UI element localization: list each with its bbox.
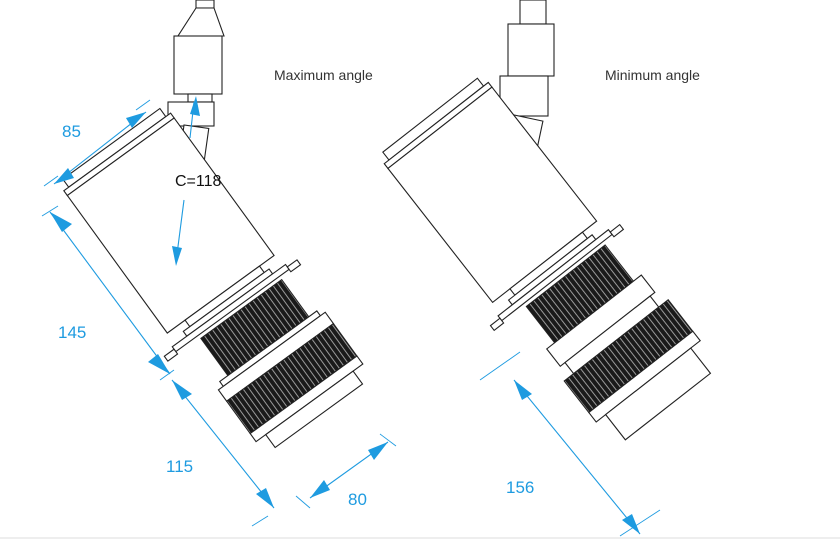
dim-115-label: 115 [166, 457, 193, 476]
left-dimension-lines [41, 96, 397, 527]
min-angle-caption: Minimum angle [605, 67, 700, 83]
max-angle-caption: Maximum angle [274, 67, 373, 83]
dim-145-label: 145 [58, 323, 86, 342]
left-camera-body [62, 107, 364, 449]
dim-80-label: 80 [348, 490, 367, 509]
left-assembly: 85 145 115 80 C=118 Maximum angle [41, 0, 397, 527]
right-assembly: 156 Minimum angle [382, 0, 712, 537]
dim-156-label: 156 [506, 478, 534, 497]
c-value-label: C=118 [175, 173, 222, 190]
right-dimension-lines [479, 351, 661, 537]
dim-85-label: 85 [62, 122, 81, 141]
right-camera-body [382, 77, 712, 441]
